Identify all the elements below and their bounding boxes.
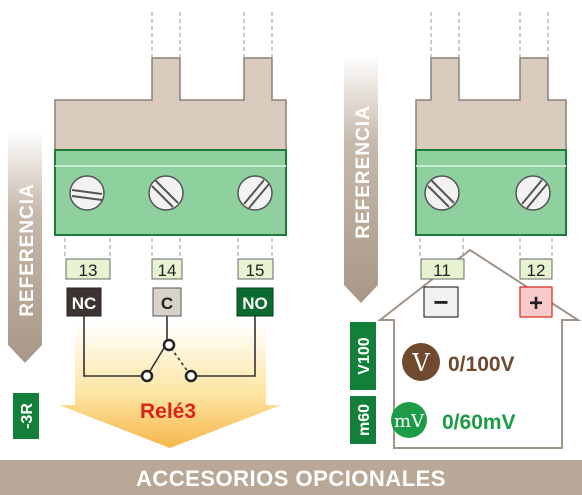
model-code-label: -3R [19, 403, 36, 429]
millivolt-icon-symbol: mV [394, 411, 425, 432]
voltage-range-label: 0/100V [448, 353, 515, 376]
model-code-badge [13, 393, 39, 439]
millivolt-range-label: 0/60mV [442, 411, 516, 434]
millivolt-icon [391, 402, 427, 438]
screw-11 [424, 175, 460, 211]
v100-code-badge [350, 322, 376, 390]
screw-15 [237, 175, 273, 211]
plus-badge [519, 286, 553, 318]
footer-banner [0, 460, 582, 495]
lower-guide-lines [64, 238, 553, 258]
voltage-icon [402, 343, 440, 381]
top-guide-lines [151, 12, 549, 58]
terminal-number-12-text: 12 [527, 261, 546, 280]
screw-13 [69, 175, 105, 211]
terminal-number-14-text: 14 [158, 261, 177, 280]
reference-label-right: REFERENCIA [353, 105, 374, 239]
terminal-number-12: 12 [519, 258, 553, 280]
terminal-housing-left [54, 57, 287, 151]
terminal-number-11: 11 [420, 258, 465, 280]
plus-badge-label: + [529, 290, 543, 317]
minus-badge [423, 286, 459, 318]
terminal-number-13-text: 13 [79, 261, 98, 280]
relay-contacts [140, 338, 198, 383]
relay-switch-wiring [83, 316, 256, 377]
footer-banner-text: ACCESORIOS OPCIONALES [136, 466, 446, 491]
terminal-number-15: 15 [237, 258, 274, 280]
m60-code-label: m60 [356, 404, 373, 436]
voltage-icon-symbol: V [411, 349, 430, 377]
relay-area-arrow [59, 322, 281, 448]
minus-badge-label: − [433, 287, 448, 317]
reference-label-left: REFERENCIA [17, 183, 38, 317]
nc-badge-label: NC [72, 294, 97, 313]
terminal-number-14: 14 [151, 258, 183, 280]
no-badge [236, 287, 274, 317]
terminal-number-13: 13 [65, 258, 111, 280]
v100-code-label: V100 [356, 337, 373, 374]
screw-14 [148, 175, 184, 211]
screw-12 [515, 175, 551, 211]
reference-arrow-left [8, 130, 42, 363]
m60-code-badge [350, 396, 376, 444]
terminal-number-15-text: 15 [246, 261, 265, 280]
reference-arrow-right [344, 55, 378, 303]
terminal-number-11-text: 11 [433, 261, 451, 280]
c-badge-label: C [161, 294, 173, 313]
terminal-housing-right [415, 57, 567, 151]
no-badge-label: NO [242, 294, 268, 313]
relay-label: Relé3 [140, 400, 196, 423]
